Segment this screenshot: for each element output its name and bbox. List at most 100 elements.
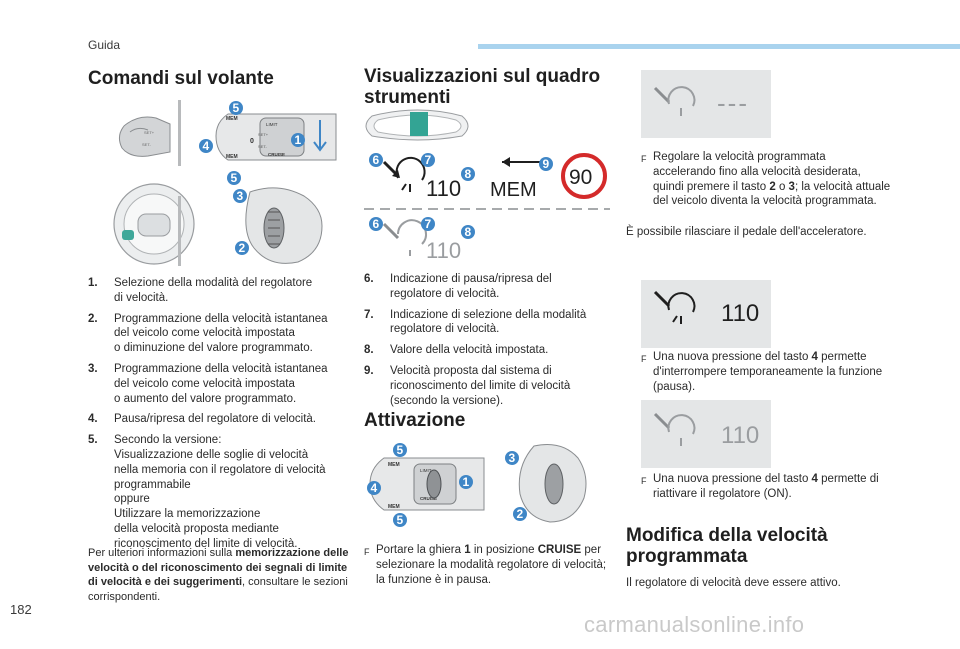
activation-illustration: MEM MEM CRUISE LIMIT 5 3 4 1 5 2: [367, 443, 587, 527]
section-label: Guida: [88, 38, 121, 52]
watermark: carmanualsonline.info: [584, 612, 805, 637]
middle-list: 6.Indicazione di pausa/ripresa del regol…: [364, 272, 614, 414]
svg-text:4: 4: [371, 481, 378, 495]
act-badge-5a: 5: [393, 443, 407, 457]
svg-text:6: 6: [373, 217, 380, 231]
svg-text:9: 9: [543, 157, 550, 171]
svg-text:SET-: SET-: [258, 144, 268, 149]
display-panel-paused: 110: [641, 400, 771, 468]
badge-8-top: 8: [461, 167, 475, 181]
panel3-speed: 110: [721, 422, 760, 449]
display-speed: 110: [426, 176, 461, 201]
panel2-speed: 110: [721, 300, 760, 327]
svg-text:MEM: MEM: [388, 462, 400, 468]
badge-7-top: 7: [421, 153, 435, 167]
badge-7-bottom: 7: [421, 217, 435, 231]
badge-2: 2: [235, 241, 249, 255]
badge-6-bottom: 6: [369, 217, 383, 231]
list-item: 3.Programmazione della velocità istantan…: [88, 362, 328, 405]
steering-wheel-image: [113, 100, 195, 266]
act-badge-2: 2: [513, 507, 527, 521]
list-item: 9.Velocità proposta dal sistema di ricon…: [364, 364, 571, 407]
list-item: 6.Indicazione di pausa/ripresa del regol…: [364, 273, 552, 300]
list-item: 5.Secondo la versione: Visualizzazione d…: [88, 434, 326, 550]
list-item: 2.Programmazione della velocità istantan…: [88, 312, 328, 355]
attivazione-instruction: F Portare la ghiera 1 in posizione CRUIS…: [364, 544, 607, 586]
svg-text:SET+: SET+: [258, 132, 269, 137]
svg-text:7: 7: [425, 153, 432, 167]
act-badge-4: 4: [367, 481, 381, 495]
svg-text:5: 5: [233, 101, 240, 115]
svg-text:LIMIT: LIMIT: [266, 122, 278, 127]
cruise-icon: [653, 412, 696, 446]
activation-wheel-image: [518, 444, 587, 523]
svg-text:8: 8: [465, 167, 472, 181]
speed-limit-sign: 90: [561, 153, 607, 199]
badge-6-top: 6: [369, 153, 383, 167]
list-item: 7.Indicazione di selezione della modalit…: [364, 308, 587, 336]
act-badge-5b: 5: [393, 513, 407, 527]
instruction-set-speed: F Regolare la velocità programmata accel…: [641, 151, 891, 208]
instruction-resume: F Una nuova pressione del tasto 4 permet…: [641, 473, 879, 500]
svg-text:90: 90: [569, 166, 592, 189]
modifica-text: Il regolatore di velocità deve essere at…: [626, 577, 841, 589]
svg-text:MEM: MEM: [226, 154, 238, 160]
svg-text:1: 1: [295, 133, 302, 147]
display-panel-inactive: ---: [641, 70, 771, 138]
instrument-cluster-image: [365, 109, 469, 141]
badge-8-bottom: 8: [461, 225, 475, 239]
left-footer-note: Per ulteriori informazioni sulla memoriz…: [88, 547, 349, 603]
svg-text:CRUISE: CRUISE: [268, 152, 285, 157]
header-bar: [478, 44, 960, 49]
svg-text:3: 3: [509, 451, 516, 465]
svg-text:3: 3: [237, 189, 244, 203]
thumb-wheel-image: [245, 187, 323, 264]
left-list: 1.Selezione della modalità del regolator…: [88, 276, 348, 558]
svg-text:SET-: SET-: [142, 142, 152, 147]
svg-text:CRUISE: CRUISE: [420, 496, 437, 501]
svg-text:LIMIT: LIMIT: [420, 468, 432, 473]
list-item: 8.Valore della velocità impostata.: [364, 344, 549, 357]
svg-text:5: 5: [397, 443, 404, 457]
list-item: 4.Pausa/ripresa del regolatore di veloci…: [88, 413, 317, 426]
attivazione-title: Attivazione: [364, 410, 466, 431]
pause-icon-top: [382, 156, 426, 192]
svg-text:MEM: MEM: [388, 504, 400, 510]
left-title: Comandi sul volante: [88, 68, 274, 89]
act-badge-1: 1: [459, 475, 473, 489]
svg-text:0: 0: [250, 138, 254, 145]
display-speed-paused: 110: [426, 238, 461, 263]
svg-text:2: 2: [517, 507, 524, 521]
activation-stalk-image: MEM MEM CRUISE LIMIT: [369, 457, 485, 511]
cruise-stalk-image: SET+ SET- MEM MEM LIMIT CRUISE SET+ SET-…: [118, 100, 337, 166]
badge-9: 9: [539, 157, 553, 171]
svg-text:2: 2: [239, 241, 246, 255]
cruise-icon: [653, 86, 696, 116]
badge-4: 4: [199, 139, 213, 153]
svg-text:5: 5: [397, 513, 404, 527]
page-number: 182: [10, 602, 32, 617]
instruction-pause: F Una nuova pressione del tasto 4 permet…: [641, 351, 883, 393]
svg-text:1: 1: [463, 475, 470, 489]
svg-text:SET+: SET+: [144, 130, 155, 135]
badge-5a: 5: [229, 101, 243, 115]
steering-wheel-illustration: SET+ SET- MEM MEM LIMIT CRUISE SET+ SET-…: [113, 100, 337, 266]
badge-1: 1: [291, 133, 305, 147]
modifica-title: Modifica della velocità programmata: [626, 525, 828, 567]
middle-title: Visualizzazioni sul quadro strumenti: [364, 66, 601, 108]
act-badge-3: 3: [505, 451, 519, 465]
cruise-icon: [653, 290, 696, 324]
svg-text:6: 6: [373, 153, 380, 167]
svg-text:7: 7: [425, 217, 432, 231]
badge-3: 3: [233, 189, 247, 203]
svg-text:8: 8: [465, 225, 472, 239]
pause-icon-bottom: [382, 219, 427, 256]
instrument-display-illustration: 110 MEM 90 110 6 7 8 9 6 7 8: [364, 109, 610, 263]
svg-text:4: 4: [203, 139, 210, 153]
mem-label: MEM: [226, 116, 238, 122]
display-panel-active: 110: [641, 280, 771, 348]
note-accelerator: È possibile rilasciare il pedale dell'ac…: [626, 226, 867, 238]
badge-5b: 5: [227, 171, 241, 185]
panel1-dashes: ---: [717, 88, 749, 118]
display-mem: MEM: [490, 179, 537, 201]
